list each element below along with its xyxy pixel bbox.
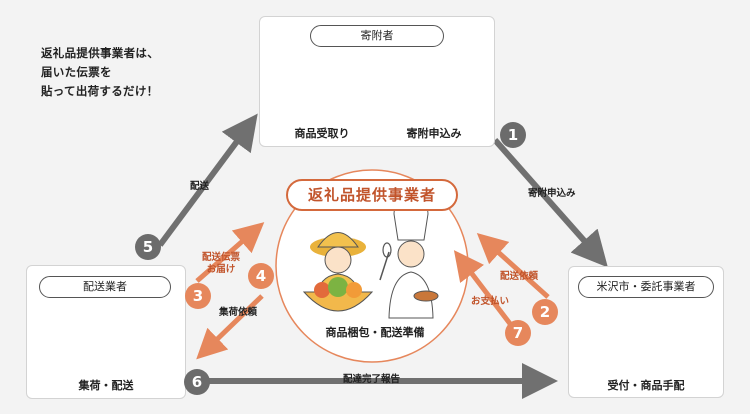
arrow-step-4 [196, 294, 264, 360]
step-4-badge: 4 [248, 263, 274, 289]
delivery-caption: 集荷・配送 [78, 379, 134, 392]
step-5-badge: 5 [135, 234, 161, 260]
provider-title: 返礼品提供事業者 [286, 179, 458, 211]
step-3-badge: 3 [185, 283, 211, 309]
arrow-step-5 [157, 113, 258, 247]
donor-label: 寄附者 [310, 25, 444, 47]
step-5-label: 配送 [190, 181, 210, 192]
step-4-label: 集荷依頼 [219, 307, 258, 318]
step-6-label: 配達完了報告 [343, 374, 401, 385]
step-6-badge: 6 [184, 369, 210, 395]
donor-caption-apply: 寄附申込み [406, 127, 462, 140]
provider-note: 返礼品提供事業者は、 届いた伝票を 貼って出荷するだけ！ [41, 44, 159, 101]
step-2-label: 配送依頼 [500, 271, 539, 282]
step-1-label: 寄附申込み [528, 188, 576, 199]
delivery-company-label: 配送業者 [39, 276, 171, 298]
city-caption: 受付・商品手配 [607, 379, 685, 392]
arrow-step-2 [476, 232, 550, 299]
step-3-label-line2: お届け [206, 264, 236, 275]
vegetable-basket-illustration [302, 277, 374, 312]
city-office-label: 米沢市・委託事業者 [578, 276, 714, 298]
step-7-badge: 7 [505, 320, 531, 346]
step-2-badge: 2 [532, 299, 558, 325]
step-7-label: お支払い [471, 296, 510, 307]
donor-caption-receive: 商品受取り [294, 127, 350, 140]
arrow-step-7 [453, 250, 513, 327]
step-1-badge: 1 [500, 122, 526, 148]
provider-caption: 商品梱包・配送準備 [325, 326, 425, 339]
step-3-label-line1: 配送伝票 [201, 252, 240, 263]
arrow-step-3 [195, 222, 265, 283]
arrow-step-1 [492, 138, 608, 268]
note-line: 貼って出荷するだけ！ [41, 84, 159, 98]
note-line: 返礼品提供事業者は、 [41, 46, 159, 60]
chef-illustration [379, 201, 439, 319]
note-line: 届いた伝票を [41, 65, 112, 79]
